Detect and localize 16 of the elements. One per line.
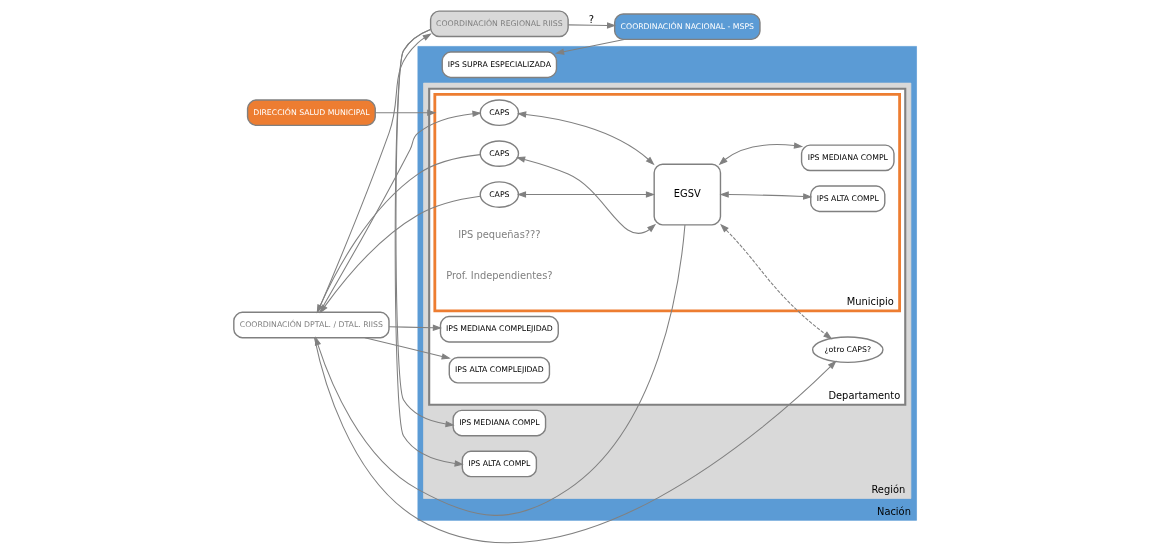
arrow	[364, 337, 451, 360]
arrow	[515, 156, 657, 234]
arrow	[517, 111, 655, 166]
arrow	[388, 324, 442, 331]
arrow	[718, 142, 804, 166]
arrow	[567, 22, 617, 29]
arrow	[374, 109, 437, 116]
node-box: EGSV	[653, 163, 722, 226]
arrow	[720, 223, 833, 340]
label: Prof. Independientes?	[446, 269, 553, 281]
arrow	[516, 191, 656, 198]
arrow	[394, 28, 464, 467]
edge-label: ?	[588, 13, 595, 25]
arrow	[719, 191, 813, 200]
arrow	[555, 38, 625, 55]
label: IPS pequeñas???	[458, 229, 541, 241]
